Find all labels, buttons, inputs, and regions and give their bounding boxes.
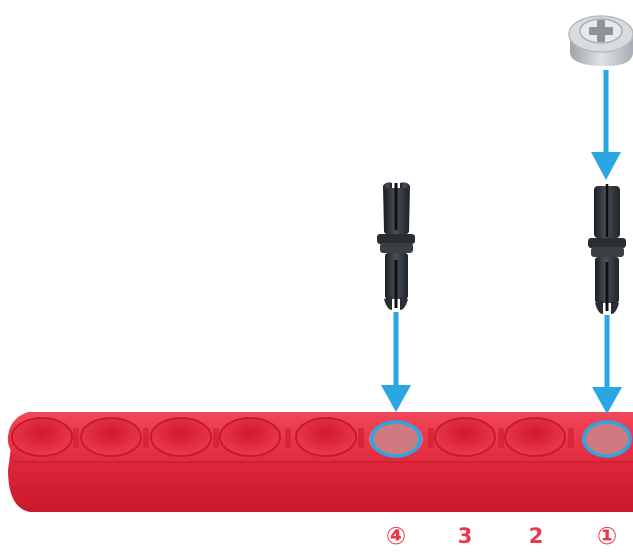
red-beam (7, 412, 633, 512)
technic-pin-icon (377, 182, 415, 310)
position-label-2: 2 (528, 524, 544, 548)
target-circle-hole-4 (370, 420, 422, 458)
down-arrow-icon (381, 312, 411, 412)
target-circle-hole-1 (582, 420, 632, 458)
down-arrow-icon (592, 315, 622, 414)
position-label-4: ④ (385, 522, 407, 550)
position-label-3: 3 (457, 524, 473, 548)
down-arrow-icon (591, 70, 621, 180)
position-label-1: ① (596, 522, 618, 550)
bushing-icon (568, 15, 633, 66)
technic-pin-icon (588, 184, 626, 314)
